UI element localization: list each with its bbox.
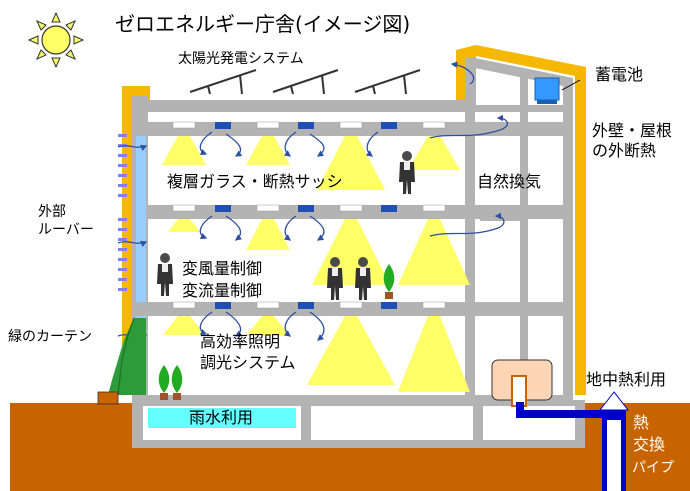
natural-ventilation-label: 自然換気 (477, 172, 542, 191)
louver-label-line1: 外部 (38, 204, 66, 220)
lighting-floor-1 (163, 316, 470, 392)
lighting-label-line1: 高効率照明 (200, 332, 281, 351)
green-curtain (97, 317, 146, 405)
lighting-label-line2: 調光システム (200, 353, 296, 372)
solar-panel-icon (189, 69, 421, 95)
heat-exchange-pipe (516, 391, 630, 491)
lighting-floor-2 (168, 219, 470, 285)
geothermal-label: 地中熱利用 (586, 370, 667, 389)
fixtures (172, 121, 446, 309)
insulation-label-line1: 外壁・屋根 (592, 121, 673, 140)
pipe-label-line2: 交換 (633, 435, 666, 454)
airflow-label-line1: 変風量制御 (182, 259, 263, 278)
battery-icon (534, 77, 581, 104)
louvers (118, 134, 127, 291)
green-curtain-label: 緑のカーテン (8, 329, 92, 345)
sun-icon (27, 11, 85, 69)
rainwater-tank (148, 408, 296, 428)
glass-label: 複層ガラス・断熱サッシ (167, 172, 343, 191)
heat-pump-icon (491, 359, 553, 407)
solar-label: 太陽光発電システム (178, 51, 304, 67)
louver-label-line2: ルーバー (38, 222, 94, 238)
glass-facade (136, 136, 146, 302)
lighting-floor-3 (162, 136, 460, 190)
rainwater-label: 雨水利用 (189, 408, 254, 427)
pipe-label-line3: パイプ (632, 460, 674, 476)
insulation-label-line2: の外断熱 (592, 141, 657, 160)
battery-label: 蓄電池 (595, 65, 644, 84)
airflow-label-line2: 変流量制御 (182, 281, 263, 300)
air-flow-icon (117, 61, 508, 341)
pipe-label-line1: 熱 (633, 413, 650, 432)
basement (132, 400, 585, 448)
diagram-title: ゼロエネルギー庁舎(イメージ図) (115, 12, 411, 36)
